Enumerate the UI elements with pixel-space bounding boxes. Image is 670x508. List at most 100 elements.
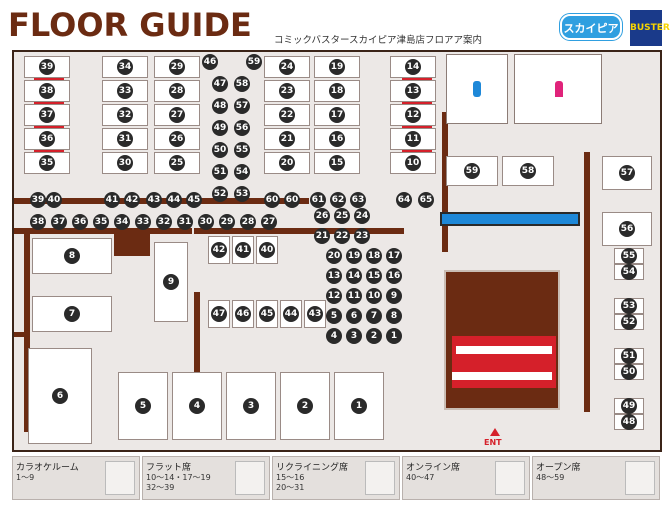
seat-number: 40	[46, 192, 62, 208]
seat-number: 58	[234, 76, 250, 92]
divider	[402, 102, 432, 104]
seat-number: 7	[64, 306, 80, 322]
seat-number: 21	[314, 228, 330, 244]
seat-number: 16	[386, 268, 402, 284]
flat-mat-icon	[235, 461, 265, 495]
seat-number: 3	[243, 398, 259, 414]
seat-number: 26	[314, 208, 330, 224]
seat-number: 17	[386, 248, 402, 264]
seat-number: 42	[124, 192, 140, 208]
sofa-icon	[625, 461, 655, 495]
seat-number: 46	[235, 306, 251, 322]
seat-number: 31	[177, 214, 193, 230]
seat-number: 55	[234, 142, 250, 158]
seat-number: 13	[405, 83, 421, 99]
seat-number: 44	[283, 306, 299, 322]
seat-number: 52	[212, 186, 228, 202]
seat-number: 43	[307, 306, 323, 322]
seat-number: 44	[166, 192, 182, 208]
seat-number: 38	[30, 214, 46, 230]
seat-number: 46	[202, 54, 218, 70]
divider	[34, 102, 64, 104]
seat-number: 25	[334, 208, 350, 224]
seat-number: 18	[329, 83, 345, 99]
seat-number: 19	[346, 248, 362, 264]
seat-number: 18	[366, 248, 382, 264]
seat-number: 2	[297, 398, 313, 414]
seat-number: 1	[351, 398, 367, 414]
legend-range: 40〜47	[406, 473, 435, 482]
seat-number: 48	[621, 414, 637, 430]
seat-number: 1	[386, 328, 402, 344]
brand-badge-icon: BUSTER	[630, 10, 670, 46]
seat-number: 6	[346, 308, 362, 324]
legend-range: 48〜59	[536, 473, 565, 482]
seat-number: 9	[163, 274, 179, 290]
seat-number: 24	[354, 208, 370, 224]
divider	[402, 150, 432, 152]
woman-icon	[555, 81, 563, 97]
seat-number: 41	[104, 192, 120, 208]
seat-number: 27	[169, 107, 185, 123]
seat-number: 8	[64, 248, 80, 264]
seat-booth[interactable]	[154, 242, 188, 322]
seat-number: 52	[621, 314, 637, 330]
seat-number: 19	[329, 59, 345, 75]
microphone-icon	[105, 461, 135, 495]
seat-number: 12	[326, 288, 342, 304]
seat-number: 26	[169, 131, 185, 147]
seat-number: 38	[39, 83, 55, 99]
seat-number: 13	[326, 268, 342, 284]
legend-range: 10〜14・17〜19 32〜39	[146, 473, 211, 492]
seat-number: 8	[386, 308, 402, 324]
office-chair-icon	[495, 461, 525, 495]
seat-number: 36	[39, 131, 55, 147]
seat-number: 29	[219, 214, 235, 230]
legend-range: 15〜16 20〜31	[276, 473, 305, 492]
seat-number: 56	[234, 120, 250, 136]
seat-number: 37	[51, 214, 67, 230]
seat-number: 10	[405, 155, 421, 171]
seat-number: 16	[329, 131, 345, 147]
seat-number: 53	[234, 186, 250, 202]
wall	[194, 228, 404, 234]
womens-restroom	[514, 54, 602, 124]
legend-title: オンライン席	[406, 463, 461, 473]
divider	[34, 126, 64, 128]
seat-number: 57	[619, 165, 635, 181]
seat-number: 59	[464, 163, 480, 179]
seat-number: 24	[279, 59, 295, 75]
seat-number: 32	[156, 214, 172, 230]
seat-number: 57	[234, 98, 250, 114]
seat-number: 49	[212, 120, 228, 136]
seat-number: 51	[621, 348, 637, 364]
legend-title: フラット席	[146, 463, 192, 473]
seat-number: 28	[169, 83, 185, 99]
wall	[114, 234, 150, 256]
seat-number: 34	[117, 59, 133, 75]
seat-number: 23	[279, 83, 295, 99]
seat-number: 2	[366, 328, 382, 344]
seat-number: 39	[30, 192, 46, 208]
seat-number: 50	[212, 142, 228, 158]
wall	[442, 112, 448, 252]
seat-number: 29	[169, 59, 185, 75]
wall	[194, 292, 200, 392]
seat-booth[interactable]	[446, 156, 498, 186]
reclining-chair-icon	[365, 461, 395, 495]
wall	[14, 332, 24, 337]
seat-number: 14	[346, 268, 362, 284]
seat-number: 58	[520, 163, 536, 179]
seat-number: 11	[405, 131, 421, 147]
seat-number: 39	[39, 59, 55, 75]
seat-number: 41	[235, 242, 251, 258]
seat-number: 4	[326, 328, 342, 344]
seat-number: 55	[621, 248, 637, 264]
legend-title: カラオケルーム	[16, 463, 79, 473]
seat-number: 15	[366, 268, 382, 284]
